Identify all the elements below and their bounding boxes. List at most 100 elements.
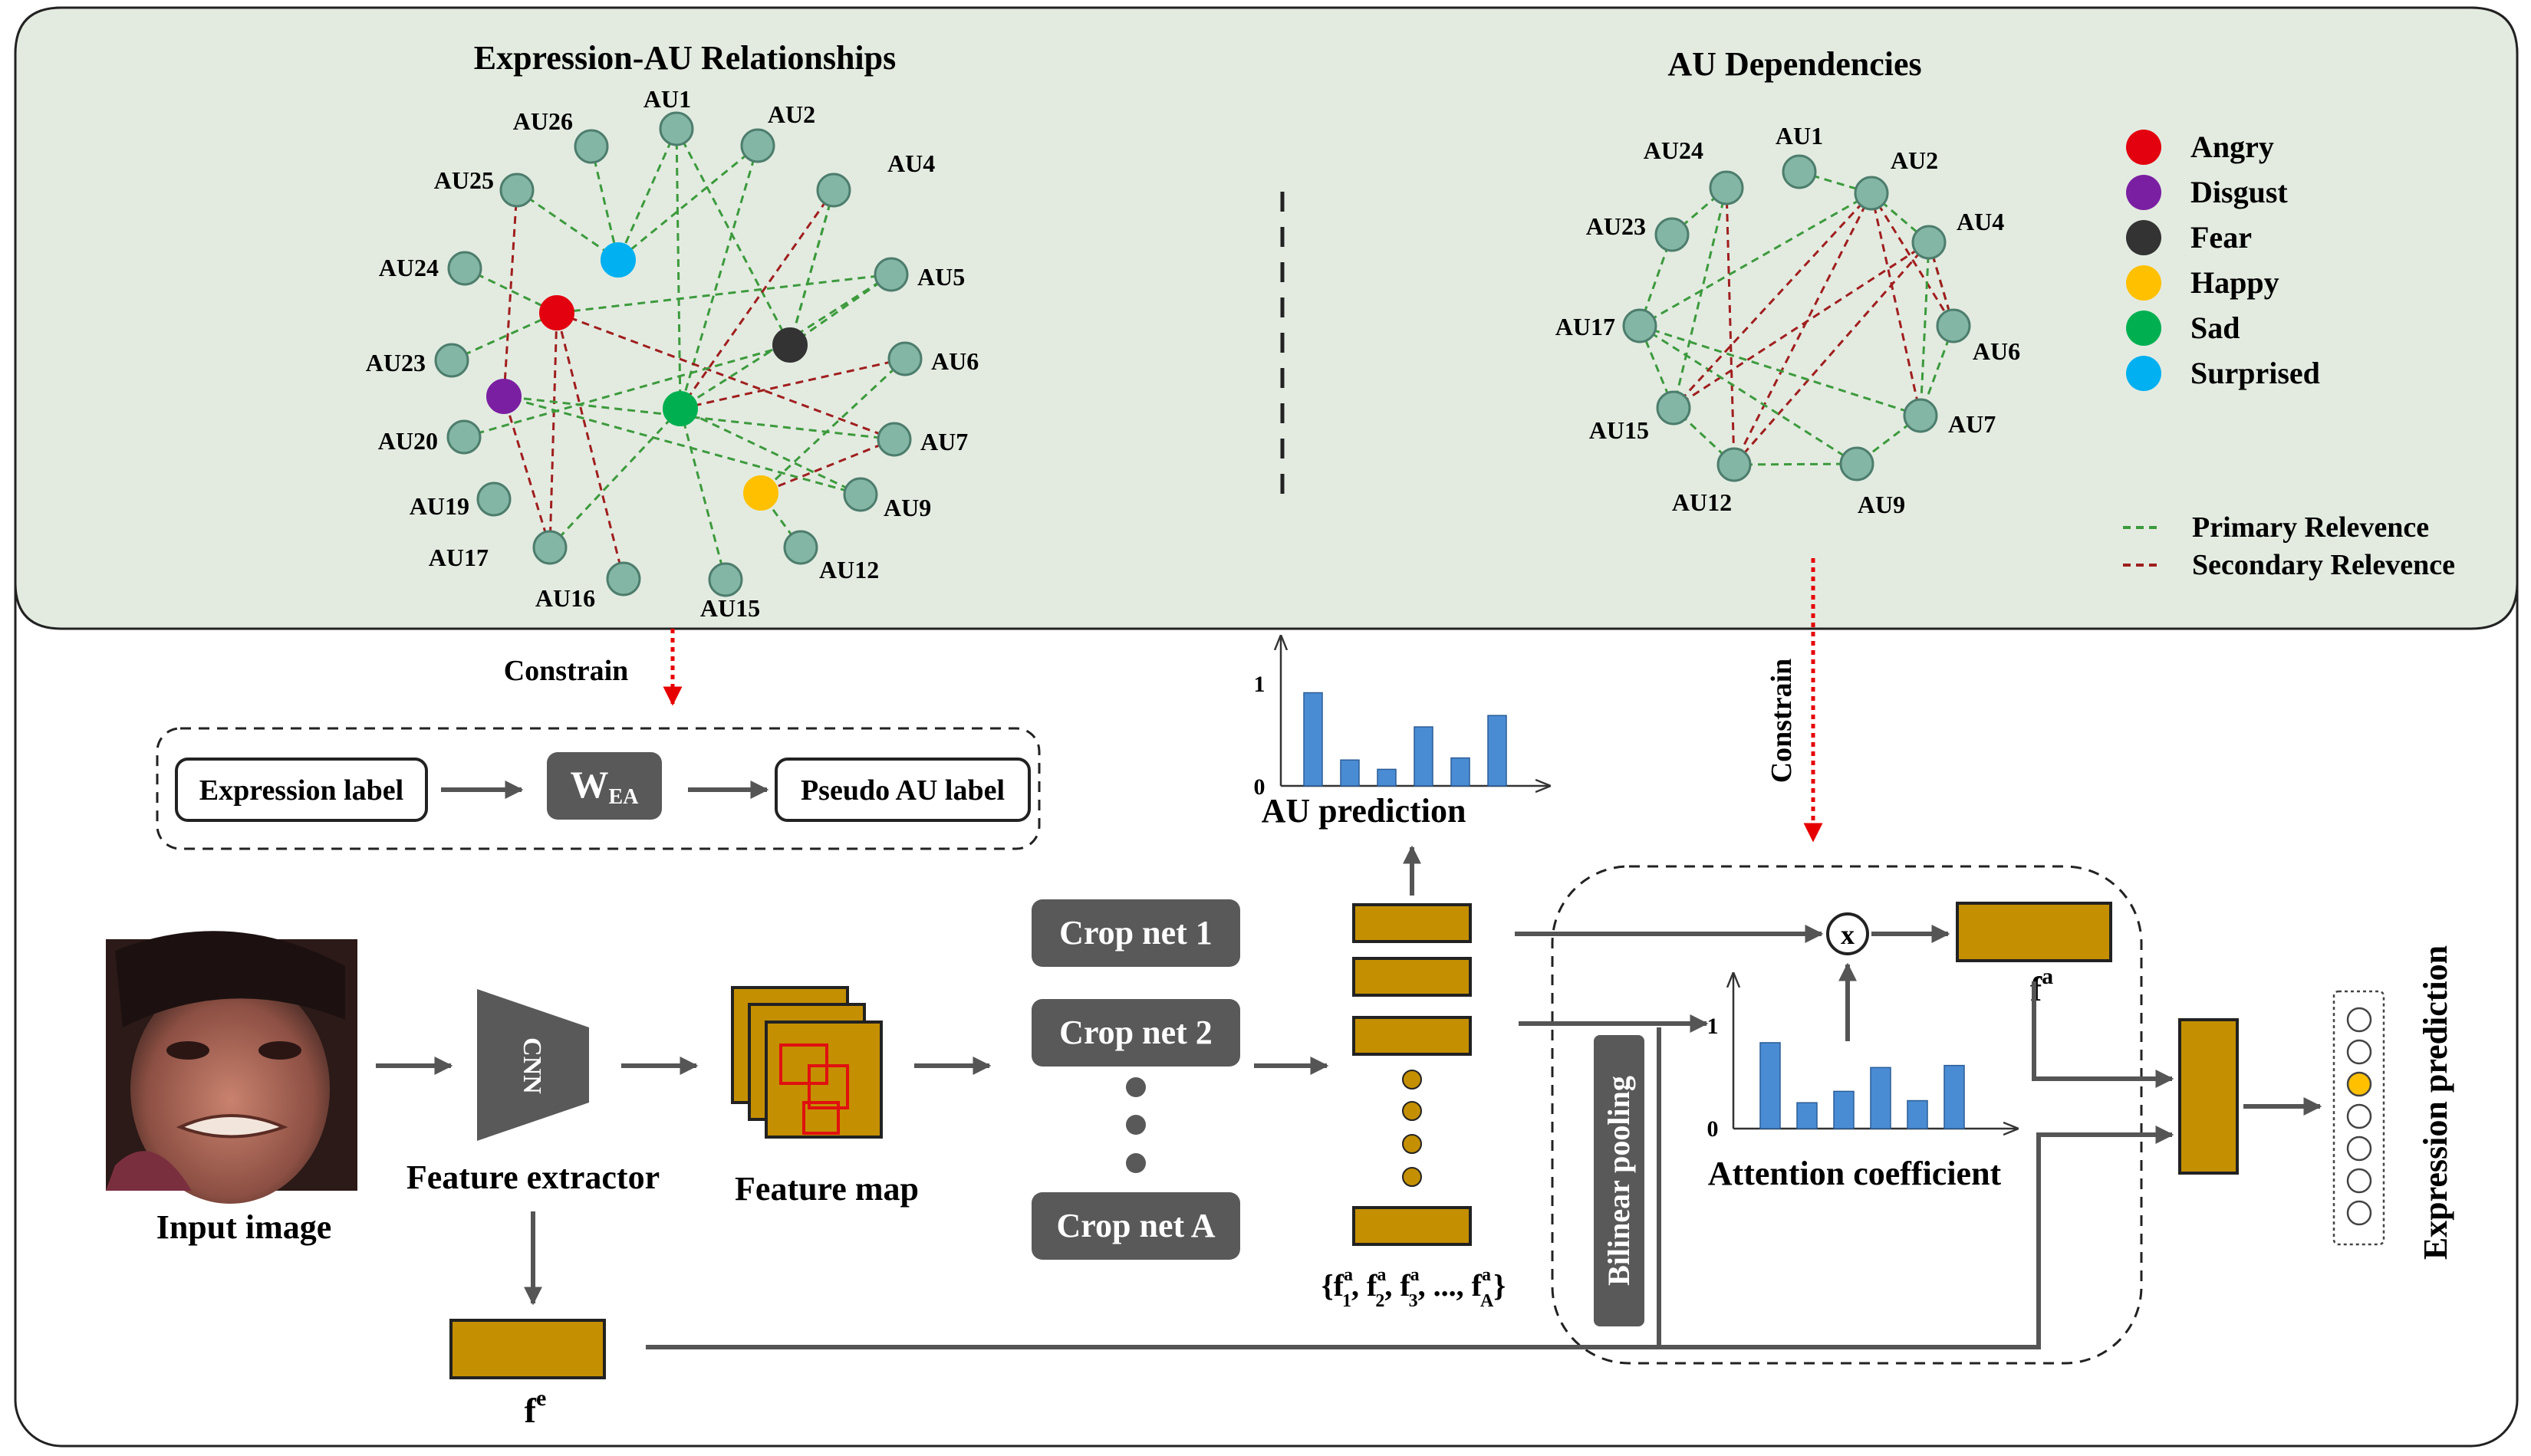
primary-dependency-edge — [1919, 242, 1930, 416]
legend-dot-angry — [2126, 130, 2161, 165]
au-dep-node-au7 — [1903, 398, 1938, 433]
au-dep-node-au12 — [1716, 447, 1752, 482]
primary-relevance-edge — [759, 357, 907, 495]
au-node-au5 — [874, 257, 909, 292]
au-node-label: AU26 — [513, 107, 573, 135]
au-prediction-bar-2 — [1340, 759, 1360, 787]
primary-dependency-edge — [1672, 187, 1728, 409]
au-dep-node-label: AU9 — [1858, 491, 1905, 518]
au-prediction-bar-3 — [1377, 768, 1397, 787]
au-node-au9 — [843, 477, 878, 512]
primary-relevance-edge — [451, 311, 558, 362]
primary-relevance-edge — [675, 128, 792, 346]
legend-dot-happy — [2126, 265, 2161, 301]
prediction-slot — [2346, 1200, 2372, 1226]
au-feature-ellipsis-dot — [1402, 1101, 1422, 1121]
primary-relevance-edge — [617, 128, 678, 261]
crop-ellipsis-dot — [1126, 1153, 1146, 1173]
secondary-relevance-edge — [556, 311, 895, 441]
au-node-au26 — [574, 129, 609, 164]
legend-label-happy: Happy — [2190, 265, 2279, 300]
au-dep-node-label: AU6 — [1973, 337, 2020, 365]
au-node-au17 — [532, 530, 568, 565]
primary-relevance-edge — [617, 144, 759, 261]
au-dep-node-au23 — [1654, 217, 1690, 252]
primary-relevance-edge — [675, 128, 682, 409]
secondary-relevance-edge — [555, 312, 625, 580]
expression-node-sad — [663, 391, 698, 426]
bilinear-pooling-block — [1594, 1035, 1644, 1326]
expression-au-graph: Expression-AU Relationships AU1AU2AU4AU5… — [366, 39, 979, 622]
feature-map-label: Feature map — [735, 1170, 919, 1208]
au-node-au4 — [816, 173, 851, 208]
bilinear-pooling-label: Bilinear pooling — [1601, 1076, 1636, 1286]
crop-ellipsis-dot — [1126, 1115, 1146, 1135]
au-node-au19 — [476, 481, 512, 517]
primary-relevance-edge — [590, 146, 620, 261]
au-node-label: AU20 — [378, 427, 438, 455]
au-prediction-bar-4 — [1414, 726, 1433, 787]
attention-bar-4 — [1870, 1067, 1891, 1129]
secondary-relevance-edge — [548, 312, 558, 548]
primary-dependency-edge — [1733, 462, 1858, 466]
primary-relevance-edge — [463, 343, 791, 439]
crop-ellipsis-dot — [1126, 1077, 1146, 1097]
au-dep-node-au4 — [1911, 225, 1947, 260]
secondary-relevance-edge — [760, 438, 895, 495]
au-dep-node-au24 — [1709, 170, 1744, 205]
crop-net-label-2: Crop net 2 — [1059, 1014, 1213, 1051]
au-pred-ytick-0: 0 — [1254, 774, 1266, 800]
primary-relevance-edge — [503, 395, 861, 496]
au-feature-bar — [1352, 903, 1472, 943]
attention-bar-3 — [1833, 1090, 1855, 1129]
au-node-label: AU16 — [535, 584, 595, 612]
attention-ytick-0: 0 — [1707, 1116, 1719, 1142]
primary-relevance-edge — [788, 189, 835, 346]
expression-node-angry — [539, 295, 574, 330]
cnn-block — [477, 989, 589, 1141]
multiply-icon — [1826, 912, 1869, 955]
au-dep-node-label: AU15 — [1589, 416, 1649, 444]
top-panel — [14, 6, 2519, 630]
au-dep-node-label: AU24 — [1644, 136, 1703, 164]
primary-relevance-edge — [556, 273, 892, 314]
au-node-au25 — [499, 173, 535, 208]
secondary-dependency-edge — [1725, 187, 1736, 465]
secondary-dependency-edge — [1672, 192, 1873, 409]
crop-net-box-2 — [1032, 999, 1240, 1067]
primary-relevance-edge — [516, 189, 619, 261]
au-prediction-chart: 1 0 AU prediction — [1254, 636, 1550, 830]
fe-feature — [449, 1319, 606, 1379]
au-node-label: AU1 — [643, 85, 691, 113]
legend-label-angry: Angry — [2190, 130, 2274, 164]
au-dep-node-label: AU7 — [1948, 410, 1996, 438]
input-image — [106, 931, 357, 1204]
crop-net-box-1 — [1032, 899, 1240, 967]
legend-label-surprised: Surprised — [2190, 356, 2320, 390]
legend-label-sad: Sad — [2190, 311, 2240, 345]
au-dependencies-title: AU Dependencies — [1667, 45, 1921, 83]
wea-symbol: WEA — [571, 763, 640, 809]
primary-dependency-edge — [1639, 324, 1858, 465]
primary-relevance-edge — [503, 395, 895, 441]
expression-label-box — [175, 758, 428, 822]
au-node-label: AU17 — [429, 544, 489, 571]
au-dep-node-label: AU23 — [1586, 212, 1646, 240]
au-dep-node-au17 — [1622, 308, 1657, 343]
secondary-dependency-edge — [1733, 192, 1873, 465]
au-prediction-label: AU prediction — [1262, 792, 1466, 830]
au-dep-node-au2 — [1854, 176, 1889, 211]
attention-region — [1551, 865, 2143, 1365]
label-pipeline-box — [156, 727, 1041, 850]
legend-dot-surprised — [2126, 356, 2161, 391]
au-node-label: AU5 — [917, 263, 965, 291]
au-node-label: AU9 — [884, 494, 931, 521]
au-dep-node-au9 — [1839, 446, 1874, 481]
legend-label-disgust: Disgust — [2190, 175, 2288, 209]
constrain-right-label: Constrain — [1766, 659, 1798, 784]
attention-coefficient-label: Attention coefficient — [1708, 1155, 2002, 1192]
multiply-symbol: x — [1841, 919, 1855, 950]
